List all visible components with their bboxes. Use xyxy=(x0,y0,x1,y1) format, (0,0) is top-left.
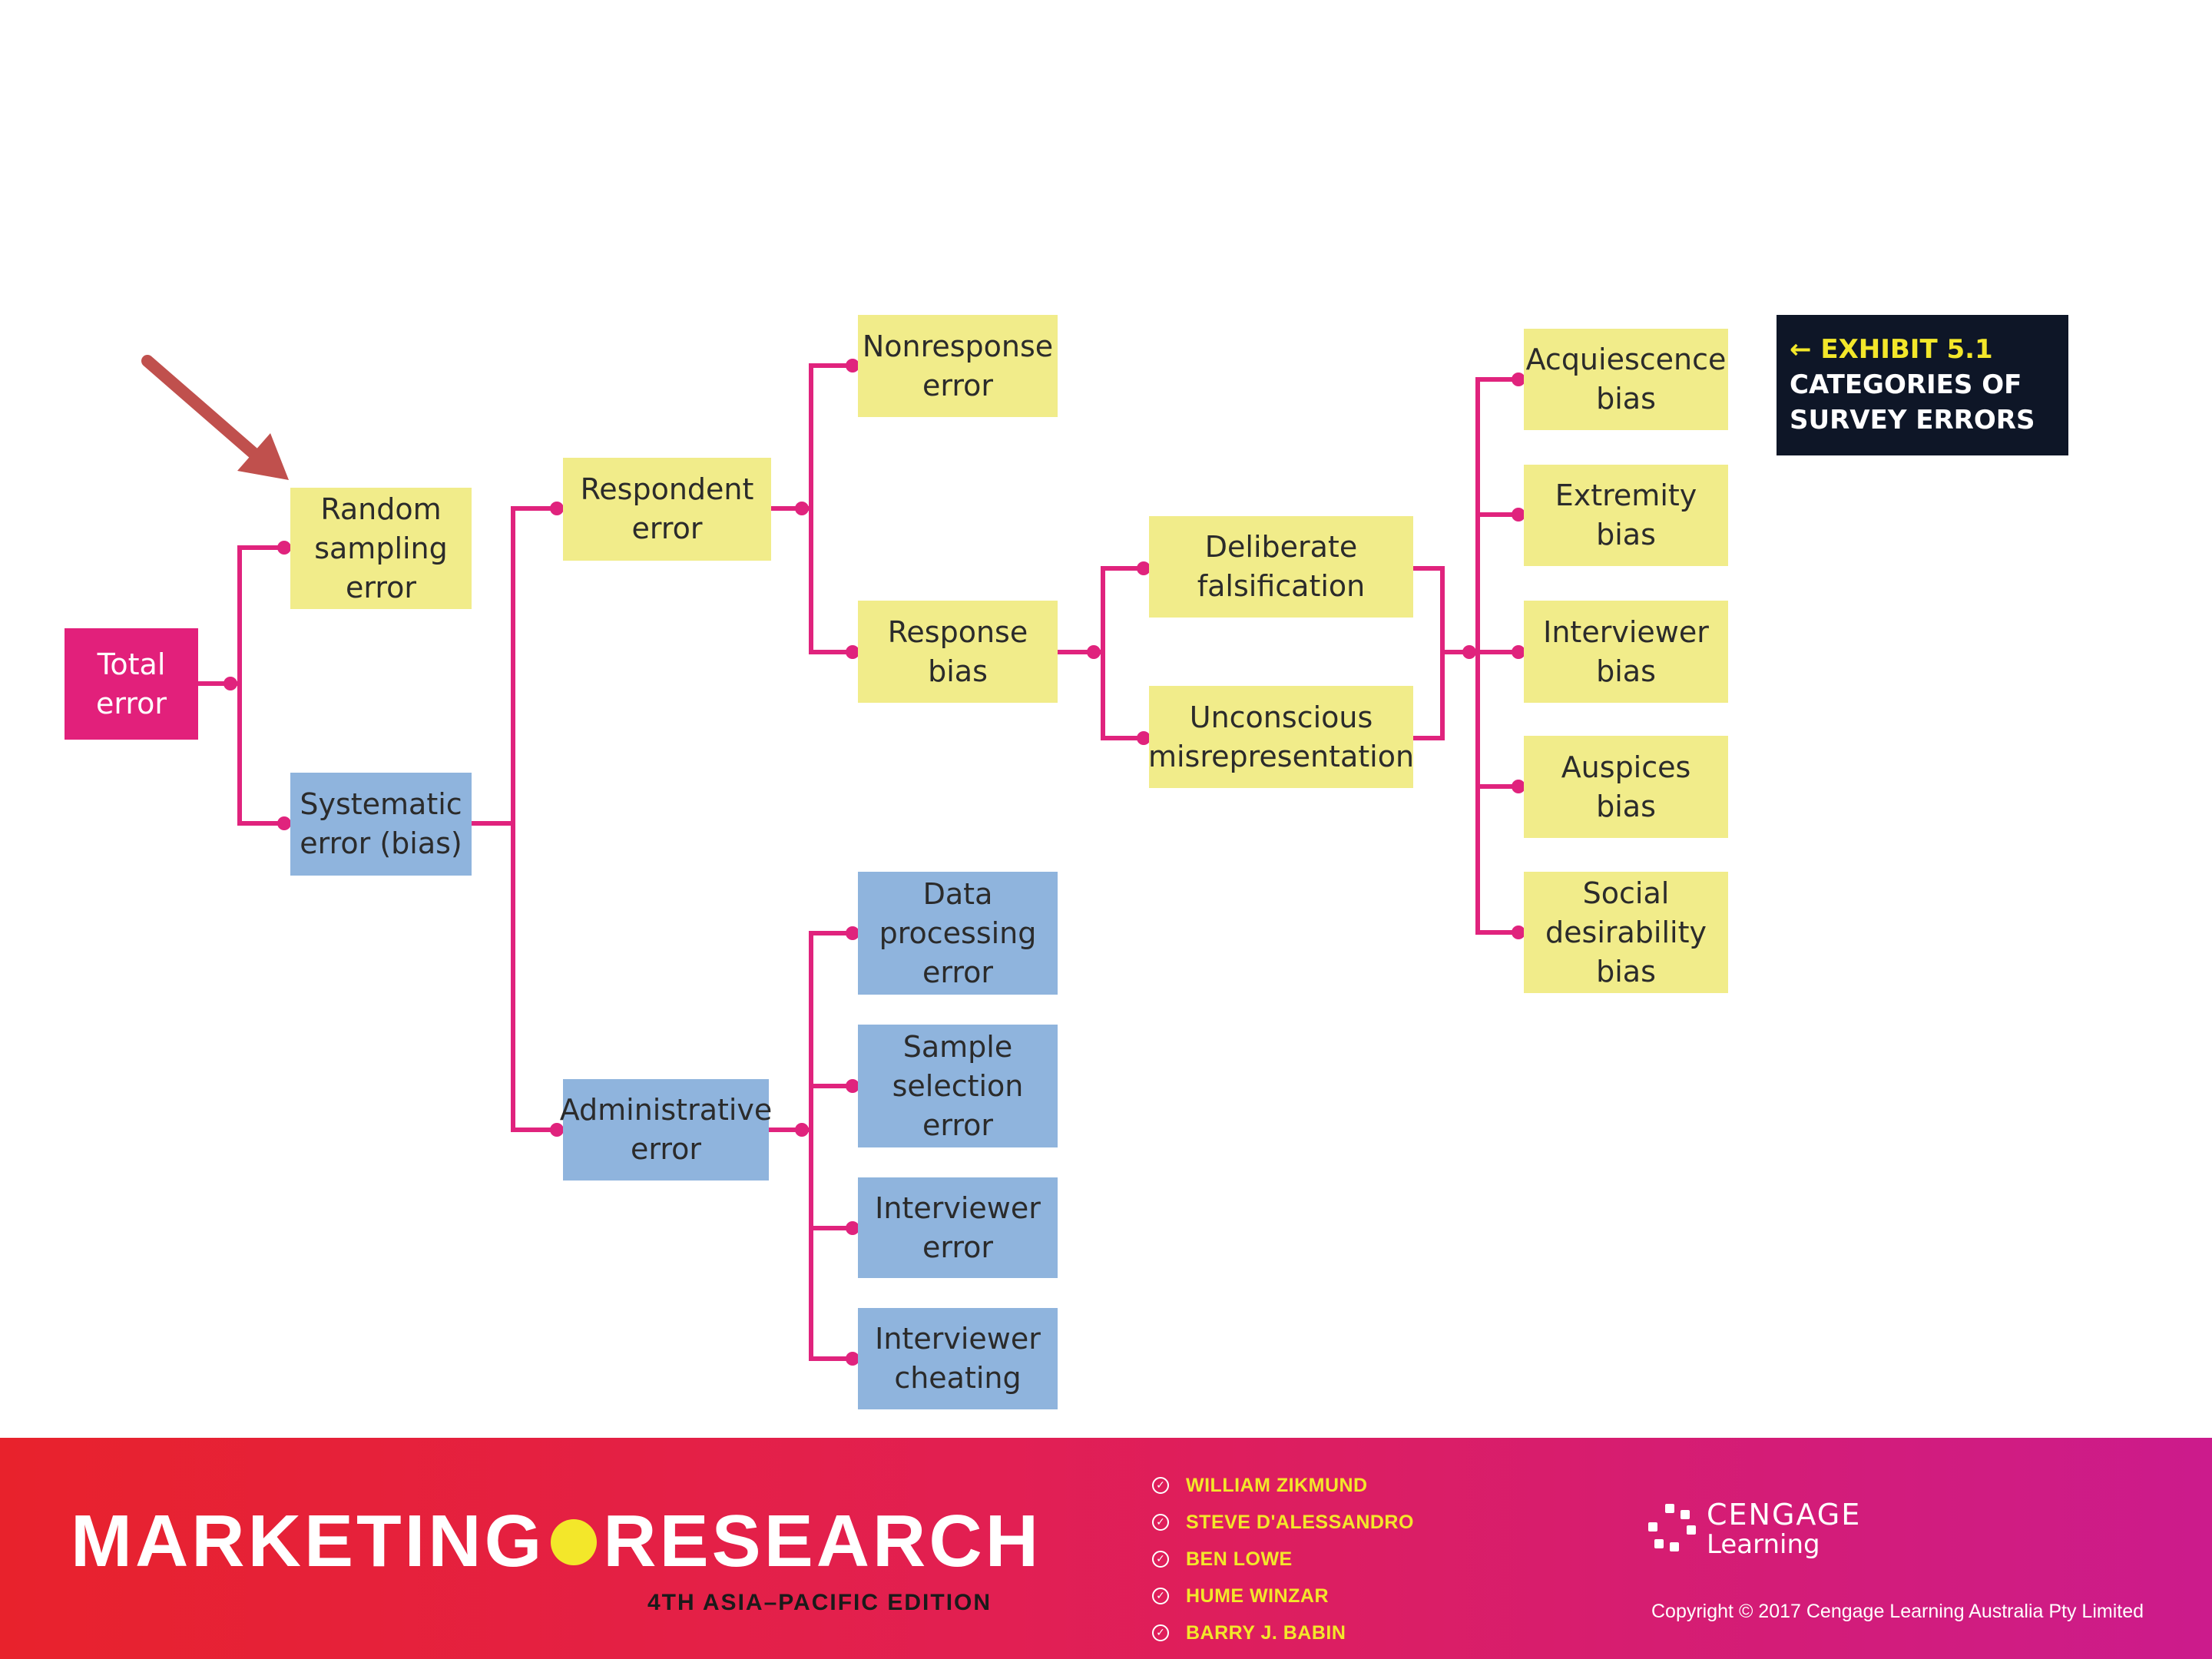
connector-dot xyxy=(1512,373,1525,386)
connector-dot xyxy=(224,677,237,690)
node-administrative-error: Administrative error xyxy=(560,1079,772,1181)
publisher-subname: Learning xyxy=(1707,1529,1820,1560)
brand-title: MARKETING RESEARCH xyxy=(71,1499,1041,1584)
check-circle-icon: ✓ xyxy=(1152,1624,1169,1641)
node-nonresponse-error: Nonresponse error xyxy=(858,315,1058,417)
author-item: ✓ WILLIAM ZIKMUND xyxy=(1152,1467,1414,1504)
exhibit-number: ← EXHIBIT 5.1 xyxy=(1790,332,2068,367)
cengage-logo-icon xyxy=(1644,1502,1697,1556)
pointer-arrow-shaft xyxy=(141,355,260,459)
connector-dot xyxy=(550,1123,564,1137)
node-acquiescence-bias: Acquiescence bias xyxy=(1524,329,1728,430)
exhibit-label: ← EXHIBIT 5.1 CATEGORIES OF SURVEY ERROR… xyxy=(1777,315,2068,455)
connector-dot xyxy=(1512,926,1525,939)
publisher-name: CENGAGE xyxy=(1707,1498,1862,1532)
node-deliberate-falsification: Deliberate falsification xyxy=(1149,516,1413,618)
node-unconscious-misrepresentation: Unconscious misrepresentation xyxy=(1148,686,1414,788)
node-extremity-bias: Extremity bias xyxy=(1524,465,1728,566)
edition-label: 4TH ASIA–PACIFIC EDITION xyxy=(647,1590,992,1615)
exhibit-title-line1: CATEGORIES OF xyxy=(1790,369,2022,400)
connector-dot xyxy=(1137,561,1151,575)
connector-dot xyxy=(795,502,809,515)
brand-title-left: MARKETING xyxy=(71,1500,545,1582)
smiley-icon xyxy=(551,1518,598,1565)
author-name: BEN LOWE xyxy=(1186,1548,1293,1570)
connector-dot xyxy=(277,816,291,830)
pointer-arrow-icon xyxy=(237,433,289,480)
node-random-sampling-error: Random sampling error xyxy=(290,488,472,609)
author-item: ✓ BARRY J. BABIN xyxy=(1152,1614,1414,1651)
node-sample-selection-error: Sample selection error xyxy=(858,1025,1058,1147)
node-systematic-error: Systematic error (bias) xyxy=(290,773,472,876)
connector-lines xyxy=(141,355,1526,1366)
node-respondent-error: Respondent error xyxy=(563,458,771,561)
connector-dot xyxy=(846,359,859,373)
check-circle-icon: ✓ xyxy=(1152,1477,1169,1494)
check-circle-icon: ✓ xyxy=(1152,1514,1169,1531)
connector-dot xyxy=(795,1123,809,1137)
check-circle-icon: ✓ xyxy=(1152,1588,1169,1604)
connector-dot xyxy=(550,502,564,515)
connector-dot xyxy=(846,1079,859,1093)
node-auspices-bias: Auspices bias xyxy=(1524,736,1728,838)
publisher-logo: CENGAGE Learning xyxy=(1644,1499,1861,1559)
connector-dot xyxy=(846,926,859,940)
connector-dot xyxy=(846,1221,859,1235)
brand-title-right: RESEARCH xyxy=(603,1500,1042,1582)
connector-dot xyxy=(1512,780,1525,793)
copyright-text: Copyright © 2017 Cengage Learning Austra… xyxy=(1651,1601,2144,1622)
author-name: HUME WINZAR xyxy=(1186,1584,1330,1607)
arrow-left-icon: ← xyxy=(1790,334,1812,365)
exhibit-number-text: EXHIBIT 5.1 xyxy=(1820,334,1993,365)
connector-dot xyxy=(846,645,859,659)
author-item: ✓ BEN LOWE xyxy=(1152,1541,1414,1578)
node-social-desirability-bias: Social desirability bias xyxy=(1524,872,1728,993)
author-item: ✓ STEVE D'ALESSANDRO xyxy=(1152,1504,1414,1541)
author-name: WILLIAM ZIKMUND xyxy=(1186,1474,1368,1496)
author-name: BARRY J. BABIN xyxy=(1186,1621,1346,1644)
connector-dot xyxy=(1462,645,1476,659)
connector-dot xyxy=(1512,645,1525,659)
author-name: STEVE D'ALESSANDRO xyxy=(1186,1511,1414,1533)
node-total-error: Total error xyxy=(65,628,198,740)
node-response-bias: Response bias xyxy=(858,601,1058,703)
node-data-processing-error: Data processing error xyxy=(858,872,1058,995)
node-interviewer-error: Interviewer error xyxy=(858,1177,1058,1278)
author-list: ✓ WILLIAM ZIKMUND ✓ STEVE D'ALESSANDRO ✓ BE… xyxy=(1152,1467,1414,1651)
connector-dot xyxy=(846,1352,859,1366)
connector-dot xyxy=(1512,508,1525,522)
author-item: ✓ HUME WINZAR xyxy=(1152,1578,1414,1614)
exhibit-title-line2: SURVEY ERRORS xyxy=(1790,405,2035,435)
connector-dot xyxy=(277,541,291,555)
check-circle-icon: ✓ xyxy=(1152,1551,1169,1568)
connector-dot xyxy=(1137,731,1151,745)
footer-banner: MARKETING RESEARCH 4TH ASIA–PACIFIC EDITI… xyxy=(0,1438,2212,1659)
node-interviewer-bias: Interviewer bias xyxy=(1524,601,1728,703)
connector-dot xyxy=(1087,645,1101,659)
node-interviewer-cheating: Interviewer cheating xyxy=(858,1308,1058,1409)
